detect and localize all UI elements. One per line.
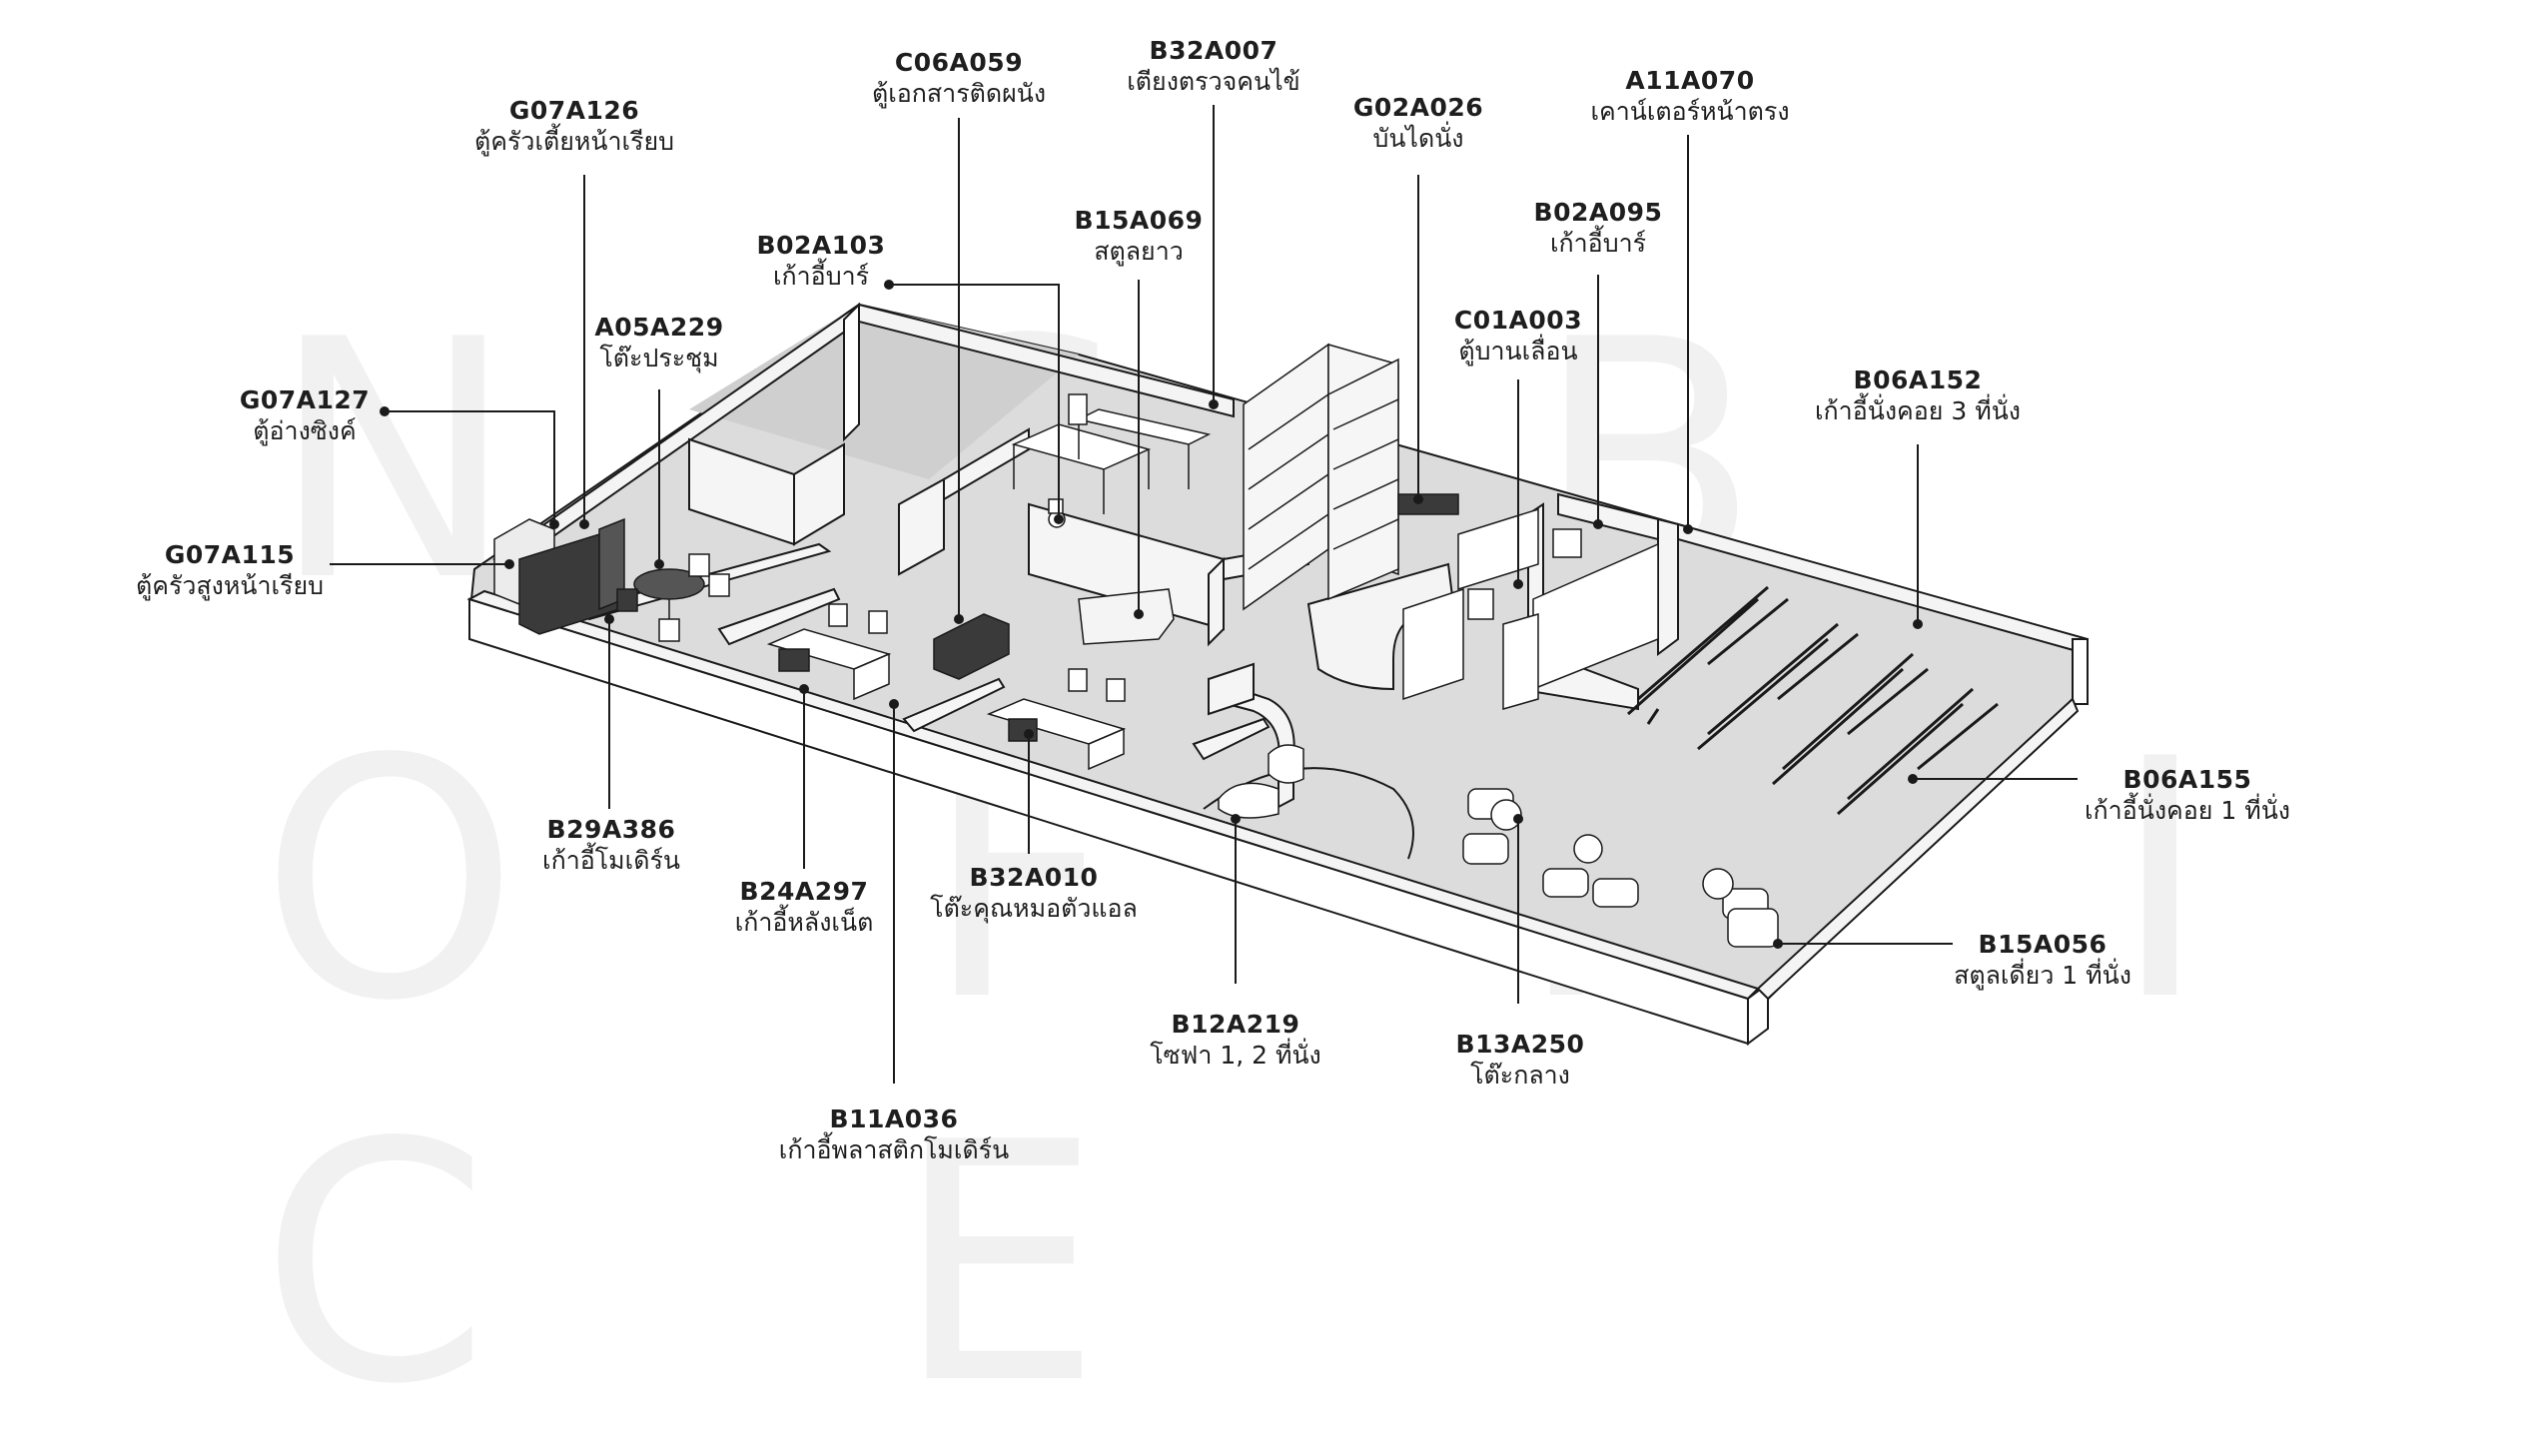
item-name: ตู้บานเลื่อน bbox=[1458, 337, 1578, 366]
doctor-desks bbox=[766, 603, 1127, 771]
item-code: B02A095 bbox=[1533, 198, 1663, 227]
item-code: B32A007 bbox=[1149, 36, 1278, 65]
item-code: B11A036 bbox=[829, 1104, 959, 1133]
item-name: เก้าอี้บาร์ bbox=[1549, 229, 1647, 259]
item-name: เก้าอี้นั่งคอย 3 ที่นั่ง bbox=[1815, 396, 2021, 426]
label-G02A026: G02A026 บันไดนั่ง bbox=[1353, 92, 1483, 155]
item-code: B15A056 bbox=[1978, 930, 2108, 959]
item-code: B24A297 bbox=[739, 877, 869, 906]
shelving bbox=[1243, 343, 1399, 611]
item-code: B06A155 bbox=[2122, 765, 2252, 794]
meeting-table bbox=[616, 553, 730, 642]
item-name: โต๊ะประชุม bbox=[599, 344, 719, 373]
item-code: B06A152 bbox=[1853, 365, 1983, 394]
item-code: B15A069 bbox=[1074, 206, 1204, 235]
item-name: โซฟา 1, 2 ที่นั่ง bbox=[1150, 1041, 1321, 1071]
item-code: B29A386 bbox=[546, 815, 676, 844]
isometric-floor-plan bbox=[330, 105, 2089, 1084]
item-code: C01A003 bbox=[1453, 306, 1583, 335]
label-B13A250: B13A250 โต๊ะกลาง bbox=[1456, 1029, 1585, 1092]
item-name: บันไดนั่ง bbox=[1372, 124, 1464, 154]
label-G07A127: G07A127 ตู้อ่างซิงค์ bbox=[240, 384, 370, 447]
item-name: ตู้เอกสารติดผนัง bbox=[871, 79, 1047, 109]
item-name: เก้าอี้โมเดิร์น bbox=[542, 846, 680, 876]
label-B06A152: B06A152 เก้าอี้นั่งคอย 3 ที่นั่ง bbox=[1815, 364, 2021, 427]
item-name: เก้าอี้บาร์ bbox=[772, 262, 870, 292]
label-G07A115: G07A115 ตู้ครัวสูงหน้าเรียบ bbox=[136, 539, 324, 602]
item-name: เคาน์เตอร์หน้าตรง bbox=[1590, 97, 1790, 127]
label-B29A386: B29A386 เก้าอี้โมเดิร์น bbox=[542, 814, 680, 877]
item-name: เก้าอี้นั่งคอย 1 ที่นั่ง bbox=[2085, 796, 2290, 826]
label-A05A229: A05A229 โต๊ะประชุม bbox=[594, 312, 723, 374]
item-code: B12A219 bbox=[1171, 1010, 1300, 1039]
item-name: ตู้ครัวสูงหน้าเรียบ bbox=[136, 571, 324, 601]
item-code: B32A010 bbox=[969, 863, 1099, 892]
item-name: โต๊ะกลาง bbox=[1470, 1061, 1570, 1091]
item-name: เก้าอี้หลังเน็ต bbox=[734, 908, 874, 938]
label-A11A070: A11A070 เคาน์เตอร์หน้าตรง bbox=[1590, 65, 1789, 128]
cabinets-center bbox=[933, 588, 1175, 680]
label-B15A056: B15A056 สตูลเดี่ยว 1 ที่นั่ง bbox=[1954, 929, 2131, 992]
label-G07A126: G07A126 ตู้ครัวเตี้ยหน้าเรียบ bbox=[474, 95, 674, 158]
kitchen-cabinets bbox=[493, 517, 625, 635]
item-code: A05A229 bbox=[594, 313, 724, 342]
item-name: โต๊ะคุณหมอตัวแอล bbox=[930, 894, 1138, 924]
front-wall bbox=[466, 589, 2080, 1046]
label-C01A003: C01A003 ตู้บานเลื่อน bbox=[1454, 305, 1582, 367]
label-B11A036: B11A036 เก้าอี้พลาสติกโมเดิร์น bbox=[779, 1103, 1009, 1166]
item-name: ตู้ครัวเตี้ยหน้าเรียบ bbox=[474, 127, 674, 157]
item-name: เตียงตรวจคนไข้ bbox=[1127, 67, 1300, 97]
item-name: เก้าอี้พลาสติกโมเดิร์น bbox=[778, 1135, 1010, 1165]
label-B32A007: B32A007 เตียงตรวจคนไข้ bbox=[1127, 35, 1299, 98]
label-B15A069: B15A069 สตูลยาว bbox=[1075, 205, 1204, 268]
item-code: B13A250 bbox=[1455, 1030, 1585, 1059]
label-B32A010: B32A010 โต๊ะคุณหมอตัวแอล bbox=[930, 862, 1138, 925]
office-layout-diagram: N S B O F F I C E bbox=[136, 35, 2290, 1456]
label-C06A059: C06A059 ตู้เอกสารติดผนัง bbox=[872, 47, 1046, 110]
back-wall bbox=[492, 302, 2089, 705]
item-code: B02A103 bbox=[756, 231, 886, 260]
item-code: G07A126 bbox=[508, 96, 640, 125]
label-B24A297: B24A297 เก้าอี้หลังเน็ต bbox=[735, 876, 874, 939]
item-code: A11A070 bbox=[1625, 66, 1755, 95]
item-code: G07A127 bbox=[239, 385, 371, 414]
item-code: G07A115 bbox=[164, 540, 296, 569]
item-code: C06A059 bbox=[894, 48, 1024, 77]
lounge-rug bbox=[1203, 767, 1414, 860]
item-code: G02A026 bbox=[1352, 93, 1484, 122]
label-B02A103: B02A103 เก้าอี้บาร์ bbox=[757, 230, 886, 293]
label-B06A155: B06A155 เก้าอี้นั่งคอย 1 ที่นั่ง bbox=[2085, 764, 2290, 827]
lounge-furniture bbox=[1218, 493, 1779, 948]
item-name: สตูลเดี่ยว 1 ที่นั่ง bbox=[1954, 961, 2131, 991]
leader-lines bbox=[330, 105, 2078, 1084]
item-name: สตูลยาว bbox=[1094, 237, 1184, 267]
label-B12A219: B12A219 โซฟา 1, 2 ที่นั่ง bbox=[1150, 1009, 1321, 1072]
item-name: ตู้อ่างซิงค์ bbox=[253, 416, 357, 446]
waiting-chairs bbox=[1627, 585, 1999, 816]
label-B02A095: B02A095 เก้าอี้บาร์ bbox=[1534, 197, 1663, 260]
